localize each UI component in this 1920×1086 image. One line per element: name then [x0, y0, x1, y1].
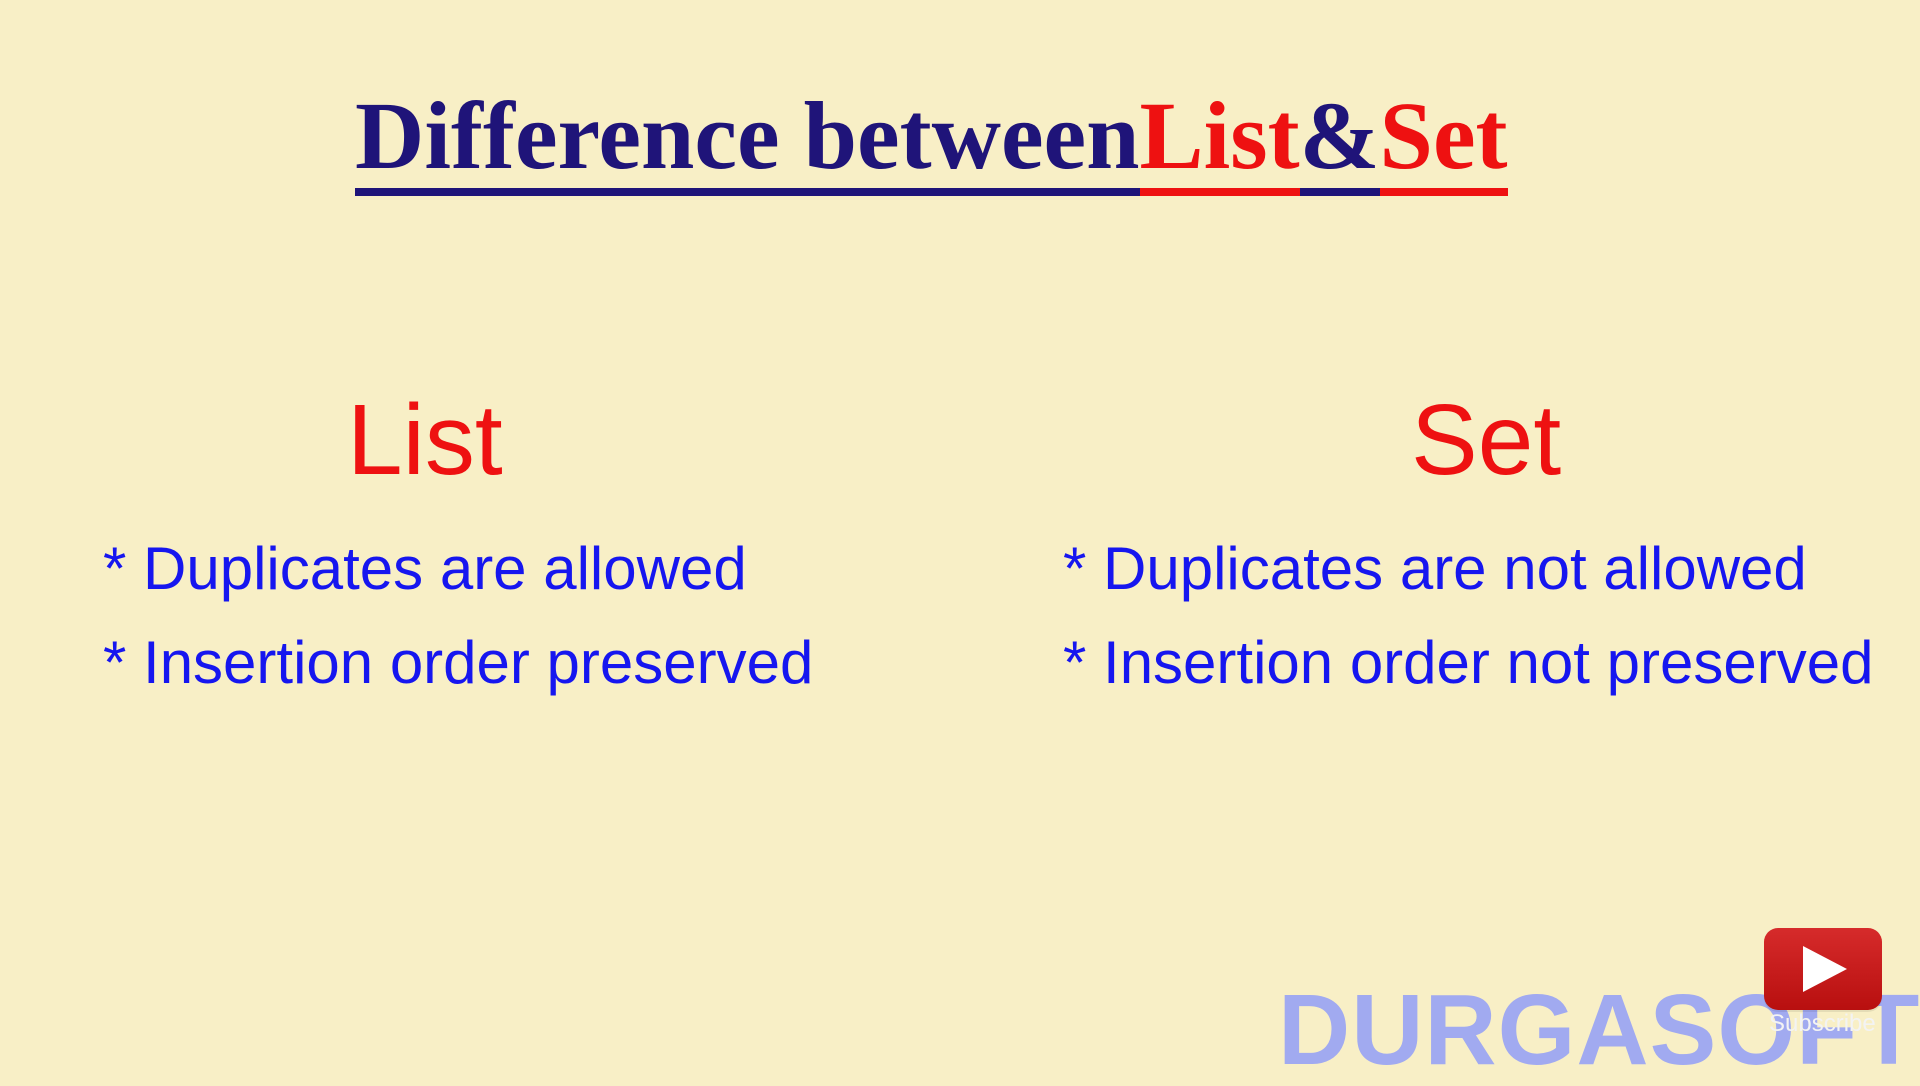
set-item-duplicates: * Duplicates are not allowed: [1063, 535, 1807, 602]
play-icon: [1803, 946, 1847, 992]
list-heading: List: [347, 384, 503, 496]
title-part-2: List: [1139, 88, 1300, 196]
set-item-insertion-order: * Insertion order not preserved: [1063, 629, 1874, 696]
title-part-1: Difference between: [355, 88, 1140, 196]
title-part-3: &: [1299, 88, 1380, 196]
subscribe-label[interactable]: Subscribe: [1769, 1010, 1876, 1037]
list-item-insertion-order: * Insertion order preserved: [103, 629, 814, 696]
page-title: Difference between List & Set: [355, 88, 1508, 196]
list-item-duplicates: * Duplicates are allowed: [103, 535, 747, 602]
subscribe-button[interactable]: [1764, 928, 1882, 1010]
set-heading: Set: [1411, 384, 1562, 496]
title-part-4: Set: [1379, 88, 1508, 196]
